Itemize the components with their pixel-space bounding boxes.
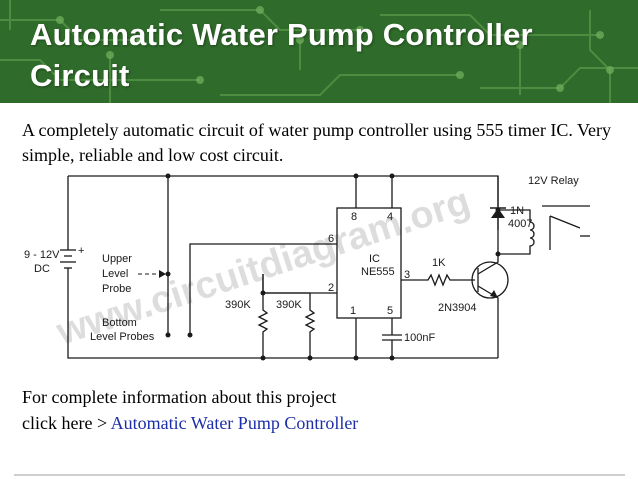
pcb-background-pattern	[0, 0, 638, 103]
supply-unit: DC	[34, 263, 50, 275]
upper-probe-label-3: Probe	[102, 283, 131, 295]
pin-5-label: 5	[387, 305, 393, 317]
bottom-probe-label-2: Level Probes	[90, 331, 155, 343]
footer-prefix: click here >	[22, 413, 111, 433]
upper-probe-label-2: Level	[102, 268, 128, 280]
pin-6-label: 6	[328, 233, 334, 245]
pin-3-label: 3	[404, 269, 410, 281]
description-text: A completely automatic circuit of water …	[22, 120, 612, 165]
pin-4-label: 4	[387, 211, 393, 223]
relay-label: 12V Relay	[528, 175, 579, 187]
capacitor-label: 100nF	[404, 332, 435, 344]
footer-line-1: For complete information about this proj…	[22, 387, 337, 407]
ic-label: IC	[369, 253, 380, 265]
junction-dots	[165, 173, 501, 361]
ic-part-label: NE555	[361, 266, 395, 278]
resistor-2-label: 390K	[276, 299, 302, 311]
pin-1-label: 1	[350, 305, 356, 317]
plus-sign: +	[78, 245, 84, 257]
transistor-label: 2N3904	[438, 302, 477, 314]
slide-body	[14, 103, 625, 479]
slide-header: Automatic Water Pump Controller Circuit	[0, 0, 638, 103]
project-link[interactable]: Automatic Water Pump Controller	[110, 413, 359, 433]
diode-symbol	[491, 208, 505, 218]
pin-2-label: 2	[328, 282, 334, 294]
footer-text: For complete information about this proj…	[22, 384, 622, 436]
bottom-divider	[14, 474, 625, 476]
footer-line-2: click here > Automatic Water Pump Contro…	[22, 410, 622, 436]
bottom-probe-label-1: Bottom	[102, 317, 137, 329]
pin-8-label: 8	[351, 211, 357, 223]
diode-label-2: 4007	[508, 218, 532, 230]
resistor-3-label: 1K	[432, 257, 446, 269]
slide-title: Automatic Water Pump Controller Circuit	[30, 17, 533, 93]
resistor-1-label: 390K	[225, 299, 251, 311]
supply-label: 9 - 12V	[24, 249, 60, 261]
transistor-arrow	[490, 290, 498, 298]
diode-label-1: 1N	[510, 205, 524, 217]
circuit-diagram: www.circuitdiagram.org	[24, 173, 590, 361]
upper-probe-label-1: Upper	[102, 253, 132, 265]
